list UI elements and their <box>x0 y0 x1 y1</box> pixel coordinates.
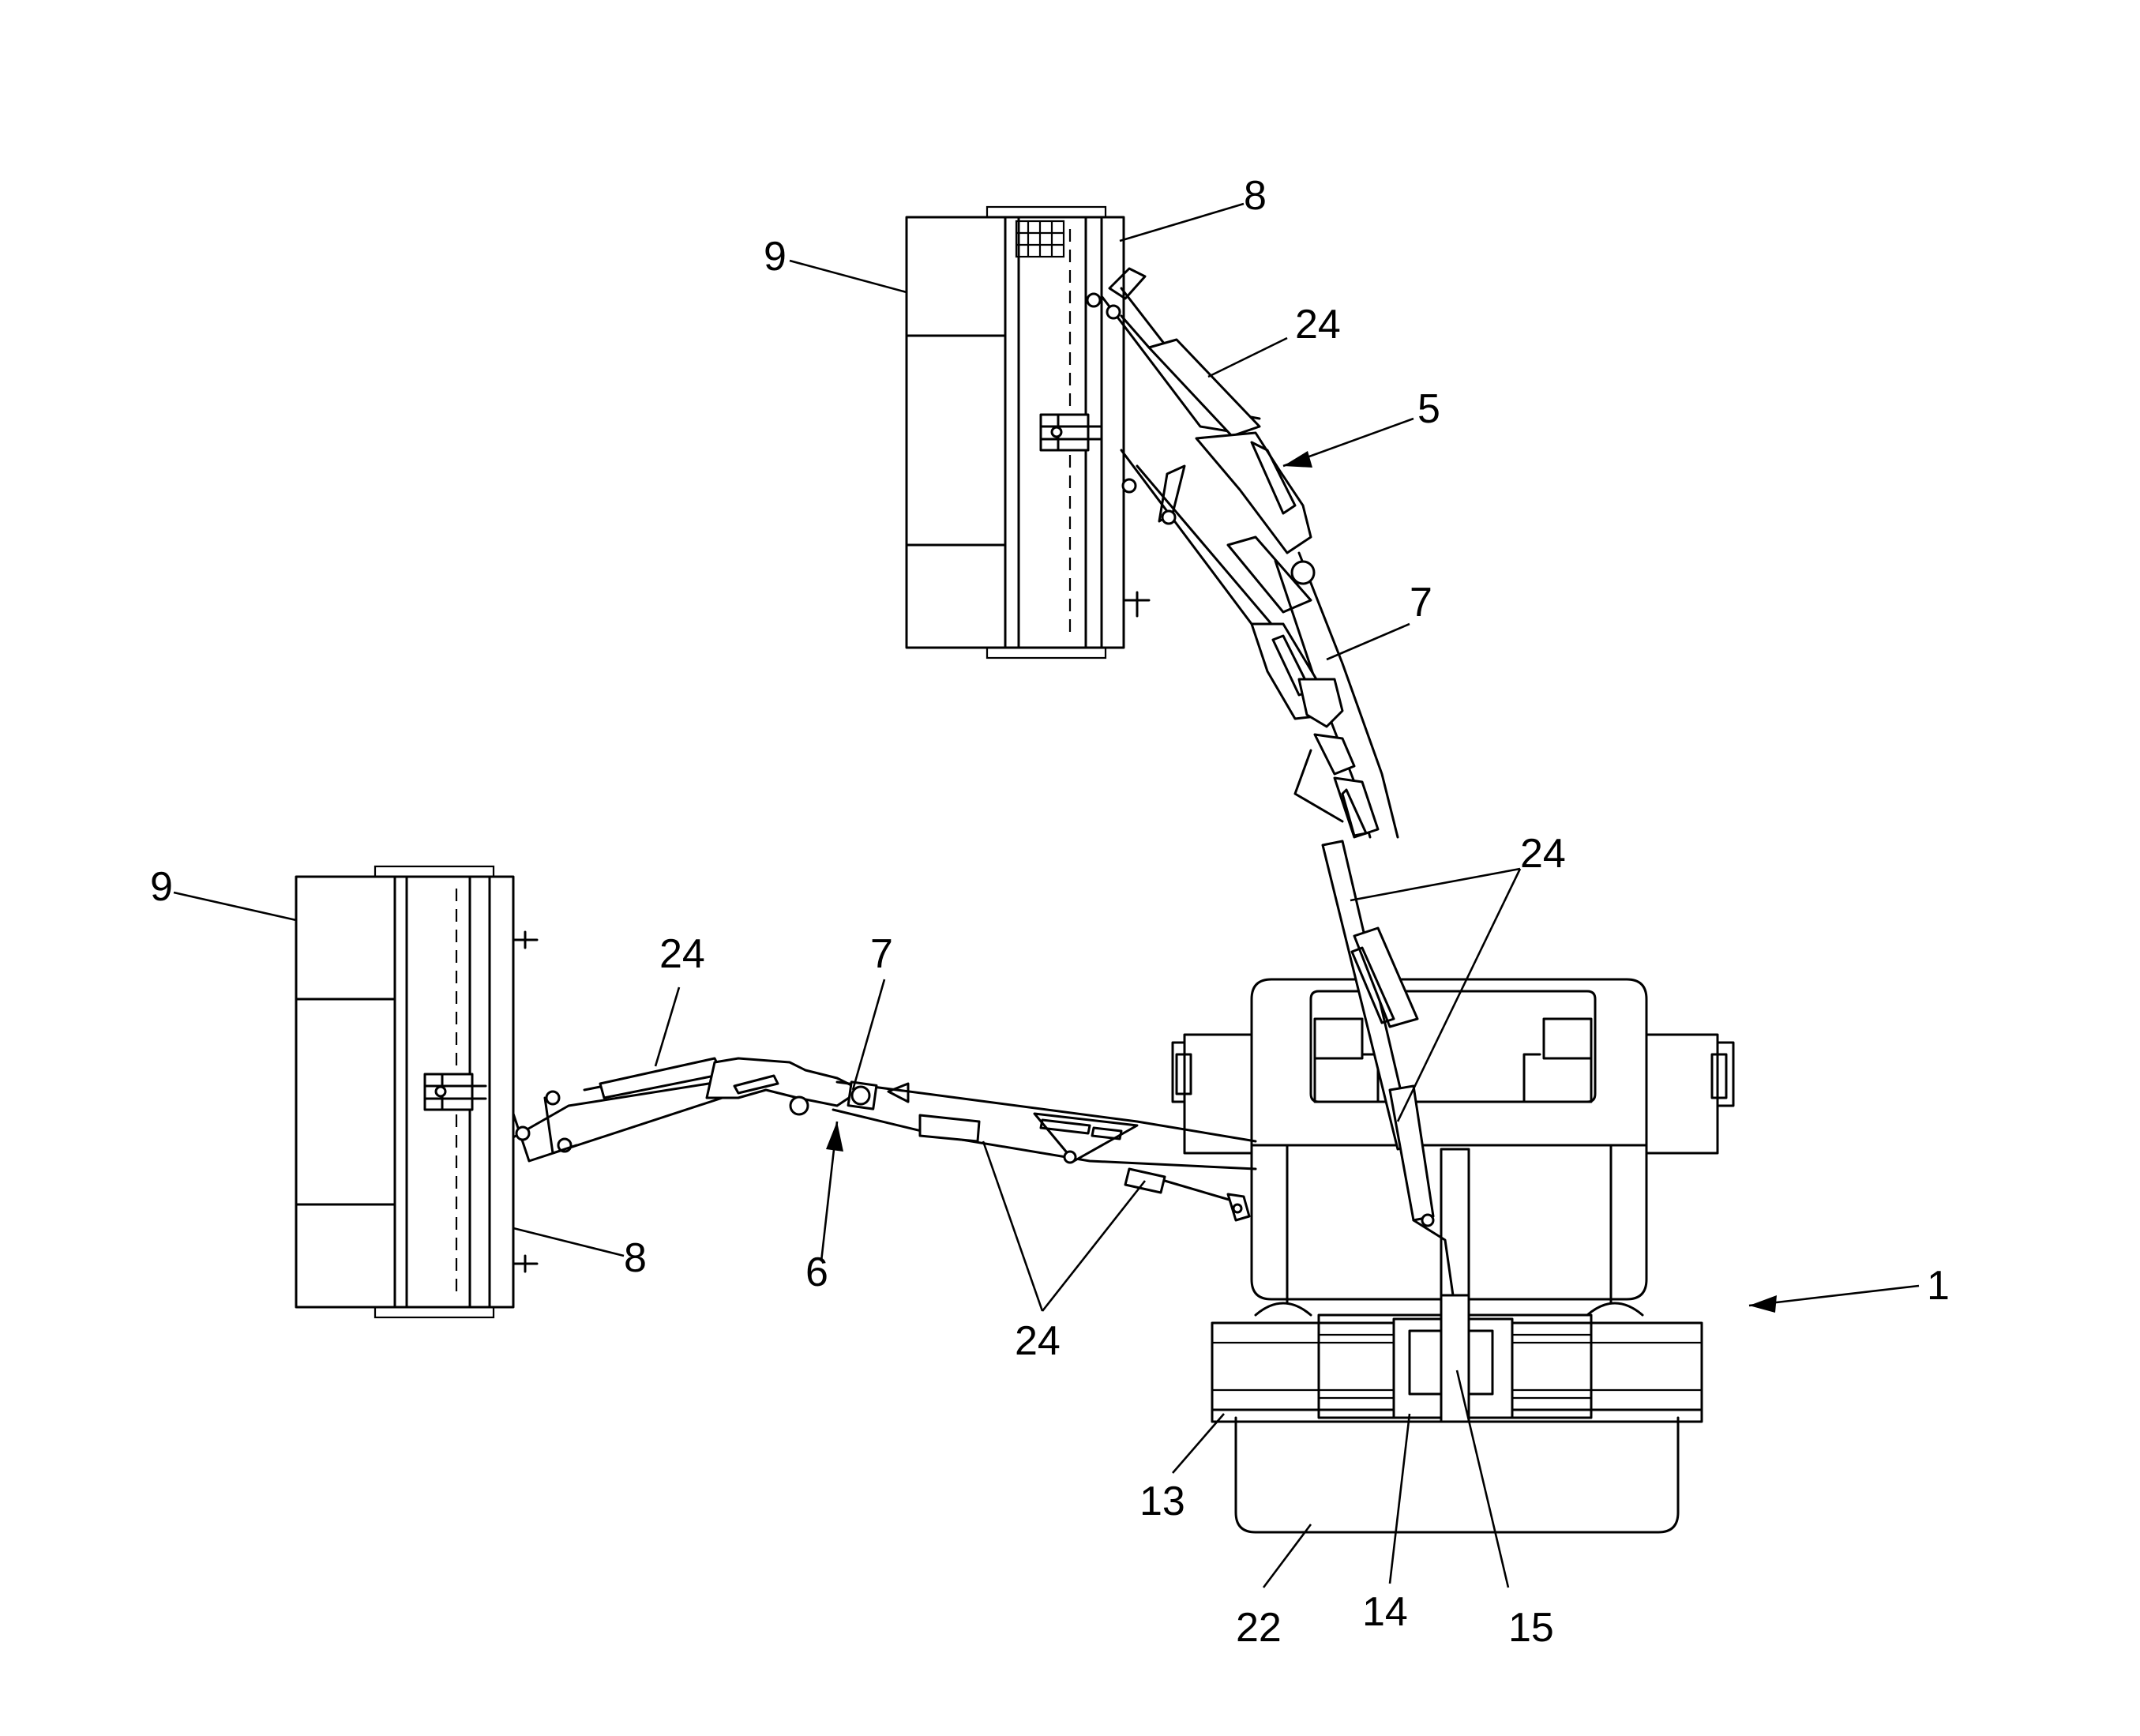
label-cylinder-left: 24 <box>659 931 705 977</box>
label-head-mount-lower: 8 <box>624 1235 647 1281</box>
label-head-mount-upper: 8 <box>1244 173 1267 219</box>
label-cylinder-right: 24 <box>1520 831 1566 877</box>
reference-numerals: 1 5 6 7 7 8 8 9 9 24 24 24 24 13 14 15 2… <box>150 173 1950 1651</box>
boom-raised <box>1087 269 1453 1295</box>
label-mower-upper: 9 <box>764 234 787 280</box>
boom-lowered <box>513 1058 1256 1220</box>
mower-head-lower <box>296 866 537 1317</box>
label-column: 15 <box>1508 1605 1554 1651</box>
label-arm-lower: 7 <box>870 931 893 977</box>
label-hitch-frame: 13 <box>1139 1479 1185 1524</box>
mower-head-upper <box>907 207 1149 658</box>
label-boom-lowered: 6 <box>805 1249 828 1295</box>
label-arm-upper: 7 <box>1410 580 1432 626</box>
label-boom-raised: 5 <box>1417 386 1440 432</box>
label-cylinder-bottom: 24 <box>1015 1318 1061 1364</box>
label-ballast-box: 22 <box>1236 1605 1282 1651</box>
label-tractor: 1 <box>1927 1263 1950 1309</box>
label-cylinder-upper: 24 <box>1295 302 1341 348</box>
label-mount-plate: 14 <box>1362 1589 1408 1635</box>
label-mower-lower: 9 <box>150 864 173 910</box>
leader-lines <box>174 204 1919 1588</box>
tractor <box>1173 979 1733 1532</box>
